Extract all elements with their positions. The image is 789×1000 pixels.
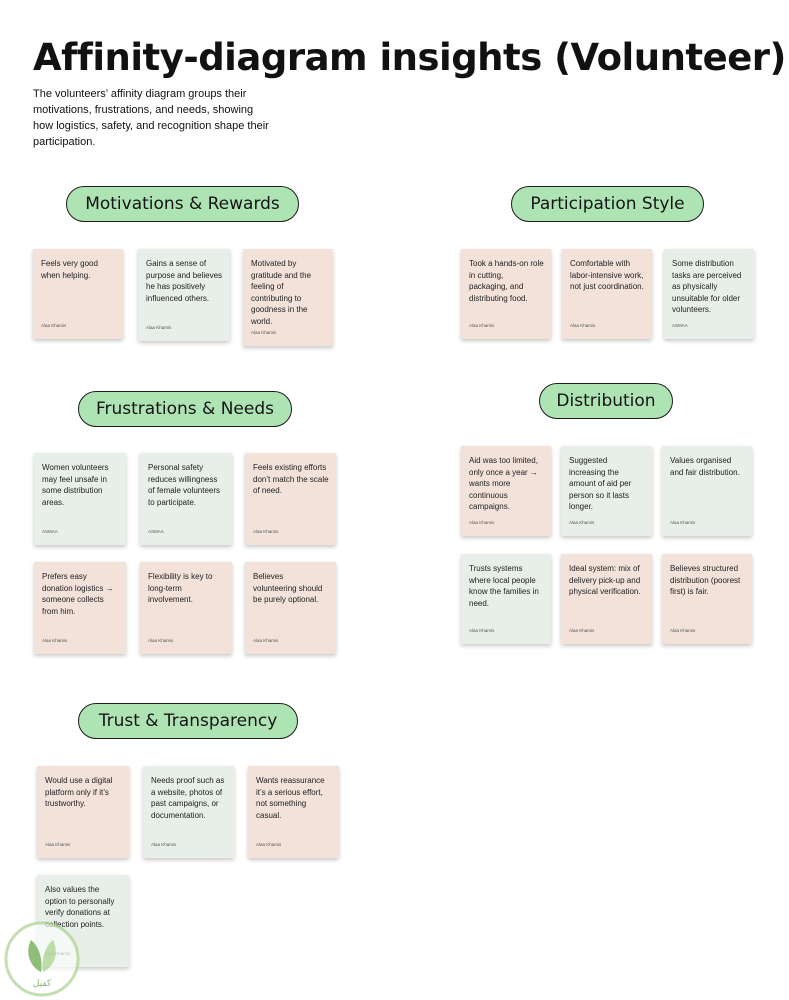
note-author: Alaa Khamis — [469, 519, 495, 525]
note-text: Feels very good when helping. — [41, 259, 98, 280]
note-author: Alaa Khamis — [151, 841, 177, 847]
note-text: Comfortable with labor-intensive work, n… — [570, 259, 644, 291]
sticky-note: Prefers easy donation logistics → someon… — [34, 562, 126, 654]
intro-text: The volunteers’ affinity diagram groups … — [33, 88, 269, 148]
note-text: Feels existing efforts don’t match the s… — [253, 463, 329, 495]
note-author: Alaa Khamis — [148, 637, 174, 643]
kafeel-logo-icon: كفيل — [4, 921, 80, 997]
sticky-note: Wants reassurance it’s a serious effort,… — [248, 766, 339, 858]
note-text: Prefers easy donation logistics → someon… — [42, 572, 114, 616]
note-author: Alaa Khamis — [469, 322, 495, 328]
sticky-note: Believes volunteering should be purely o… — [245, 562, 336, 654]
note-text: Needs proof such as a website, photos of… — [151, 776, 225, 820]
note-author: Alaa Khamis — [41, 322, 67, 328]
sticky-note: Some distribution tasks are perceived as… — [664, 249, 754, 339]
note-author: Alaa Khamis — [256, 841, 282, 847]
note-author: ASMAA — [148, 528, 164, 534]
sticky-note: Flexibility is key to long-term involvem… — [140, 562, 232, 654]
sticky-note: Motivated by gratitude and the feeling o… — [243, 249, 333, 346]
sticky-note: Feels existing efforts don’t match the s… — [245, 453, 336, 545]
sticky-note: Believes structured distribution (poores… — [662, 554, 752, 644]
note-author: Alaa Khamis — [670, 627, 696, 633]
sticky-note: Values organised and fair distribution. … — [662, 446, 752, 536]
note-text: Trusts systems where local people know t… — [469, 564, 539, 608]
note-text: Ideal system: mix of delivery pick-up an… — [569, 564, 641, 596]
sticky-note: Women volunteers may feel unsafe in some… — [34, 453, 126, 545]
group-label-motivations: Motivations & Rewards — [66, 186, 299, 222]
sticky-note: Comfortable with labor-intensive work, n… — [562, 249, 652, 339]
group-label-distribution: Distribution — [539, 383, 673, 419]
note-text: Also values the option to personally ver… — [45, 885, 115, 929]
sticky-note: Needs proof such as a website, photos of… — [143, 766, 234, 858]
note-text: Believes structured distribution (poores… — [670, 564, 741, 596]
note-author: Alaa Khamis — [570, 322, 596, 328]
note-text: Gains a sense of purpose and believes he… — [146, 259, 223, 303]
group-label-participation: Participation Style — [511, 186, 704, 222]
note-author: Alaa Khamis — [42, 637, 68, 643]
note-author: Alaa Khamis — [569, 519, 595, 525]
note-text: Would use a digital platform only if it’… — [45, 776, 113, 808]
note-author: Alaa Khamis — [469, 627, 495, 633]
sticky-note: Would use a digital platform only if it’… — [37, 766, 129, 858]
note-author: Alaa Khamis — [569, 627, 595, 633]
note-text: Wants reassurance it’s a serious effort,… — [256, 776, 325, 820]
sticky-note: Took a hands-on role in cutting, packagi… — [461, 249, 551, 339]
sticky-note: Aid was too limited, only once a year → … — [461, 446, 551, 536]
svg-text:كفيل: كفيل — [33, 979, 52, 989]
note-author: Alaa Khamis — [670, 519, 696, 525]
note-author: ASMAA — [42, 528, 58, 534]
sticky-note: Ideal system: mix of delivery pick-up an… — [561, 554, 652, 644]
note-text: Some distribution tasks are perceived as… — [672, 259, 742, 314]
sticky-note: Gains a sense of purpose and believes he… — [138, 249, 230, 341]
note-text: Flexibility is key to long-term involvem… — [148, 572, 213, 604]
note-text: Believes volunteering should be purely o… — [253, 572, 323, 604]
note-text: Took a hands-on role in cutting, packagi… — [469, 259, 544, 303]
page-title: Affinity-diagram insights (Volunteer) — [33, 36, 786, 79]
note-author: Alaa Khamis — [146, 324, 172, 330]
note-text: Women volunteers may feel unsafe in some… — [42, 463, 109, 507]
note-text: Motivated by gratitude and the feeling o… — [251, 259, 312, 326]
note-text: Aid was too limited, only once a year → … — [469, 456, 538, 511]
sticky-note: Suggested increasing the amount of aid p… — [561, 446, 652, 536]
group-label-frustrations: Frustrations & Needs — [78, 391, 292, 427]
note-text: Values organised and fair distribution. — [670, 456, 740, 477]
group-label-trust: Trust & Transparency — [78, 703, 298, 739]
note-author: Alaa Khamis — [253, 528, 279, 534]
note-author: ASMAA — [672, 322, 688, 328]
note-text: Personal safety reduces willingness of f… — [148, 463, 221, 507]
note-author: Alaa Khamis — [251, 329, 277, 335]
note-text: Suggested increasing the amount of aid p… — [569, 456, 632, 511]
sticky-note: Personal safety reduces willingness of f… — [140, 453, 232, 545]
sticky-note: Trusts systems where local people know t… — [461, 554, 551, 644]
note-author: Alaa Khamis — [45, 841, 71, 847]
sticky-note: Feels very good when helping. Alaa Khami… — [33, 249, 123, 339]
note-author: Alaa Khamis — [253, 637, 279, 643]
